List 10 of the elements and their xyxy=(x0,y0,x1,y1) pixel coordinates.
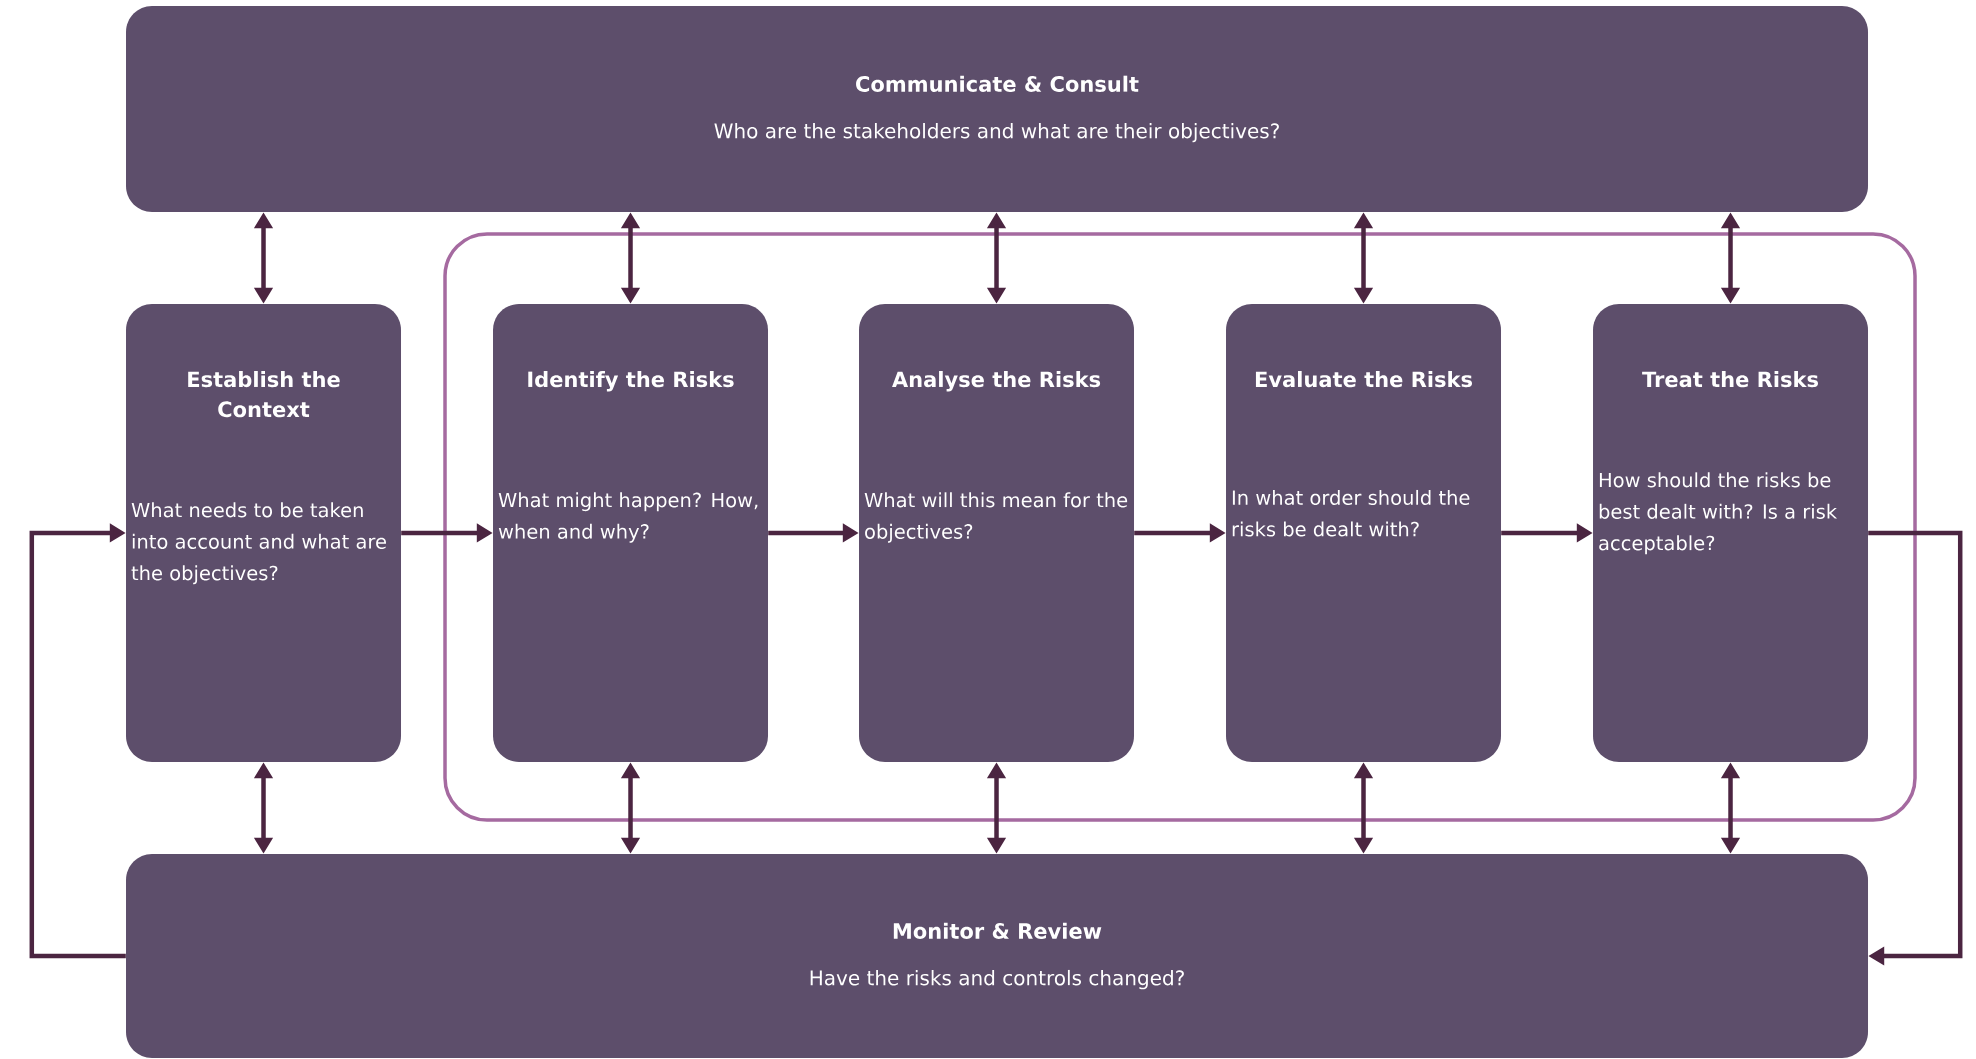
stage-band: Monitor & Review Have the risks and controls changed? xyxy=(126,854,1868,1058)
step-box: Treat the Risks How should the risks be best dealt with? Is a risk acceptable? xyxy=(1593,304,1868,762)
step-box: Identify the Risks What might happen? How, when and why? xyxy=(493,304,768,762)
group-frame xyxy=(443,232,1917,822)
arrow xyxy=(1868,530,1963,966)
step-box: Analyse the Risks What will this mean for the objectives? xyxy=(859,304,1134,762)
arrow xyxy=(29,523,126,959)
stage-band: Communicate & Consult Who are the stakeholders and what are their objectives? xyxy=(126,6,1868,212)
step-box: Establish the Context What needs to be taken into account and what are the objectives? xyxy=(126,304,401,762)
step-box: Evaluate the Risks In what order should the risks be dealt with? xyxy=(1226,304,1501,762)
